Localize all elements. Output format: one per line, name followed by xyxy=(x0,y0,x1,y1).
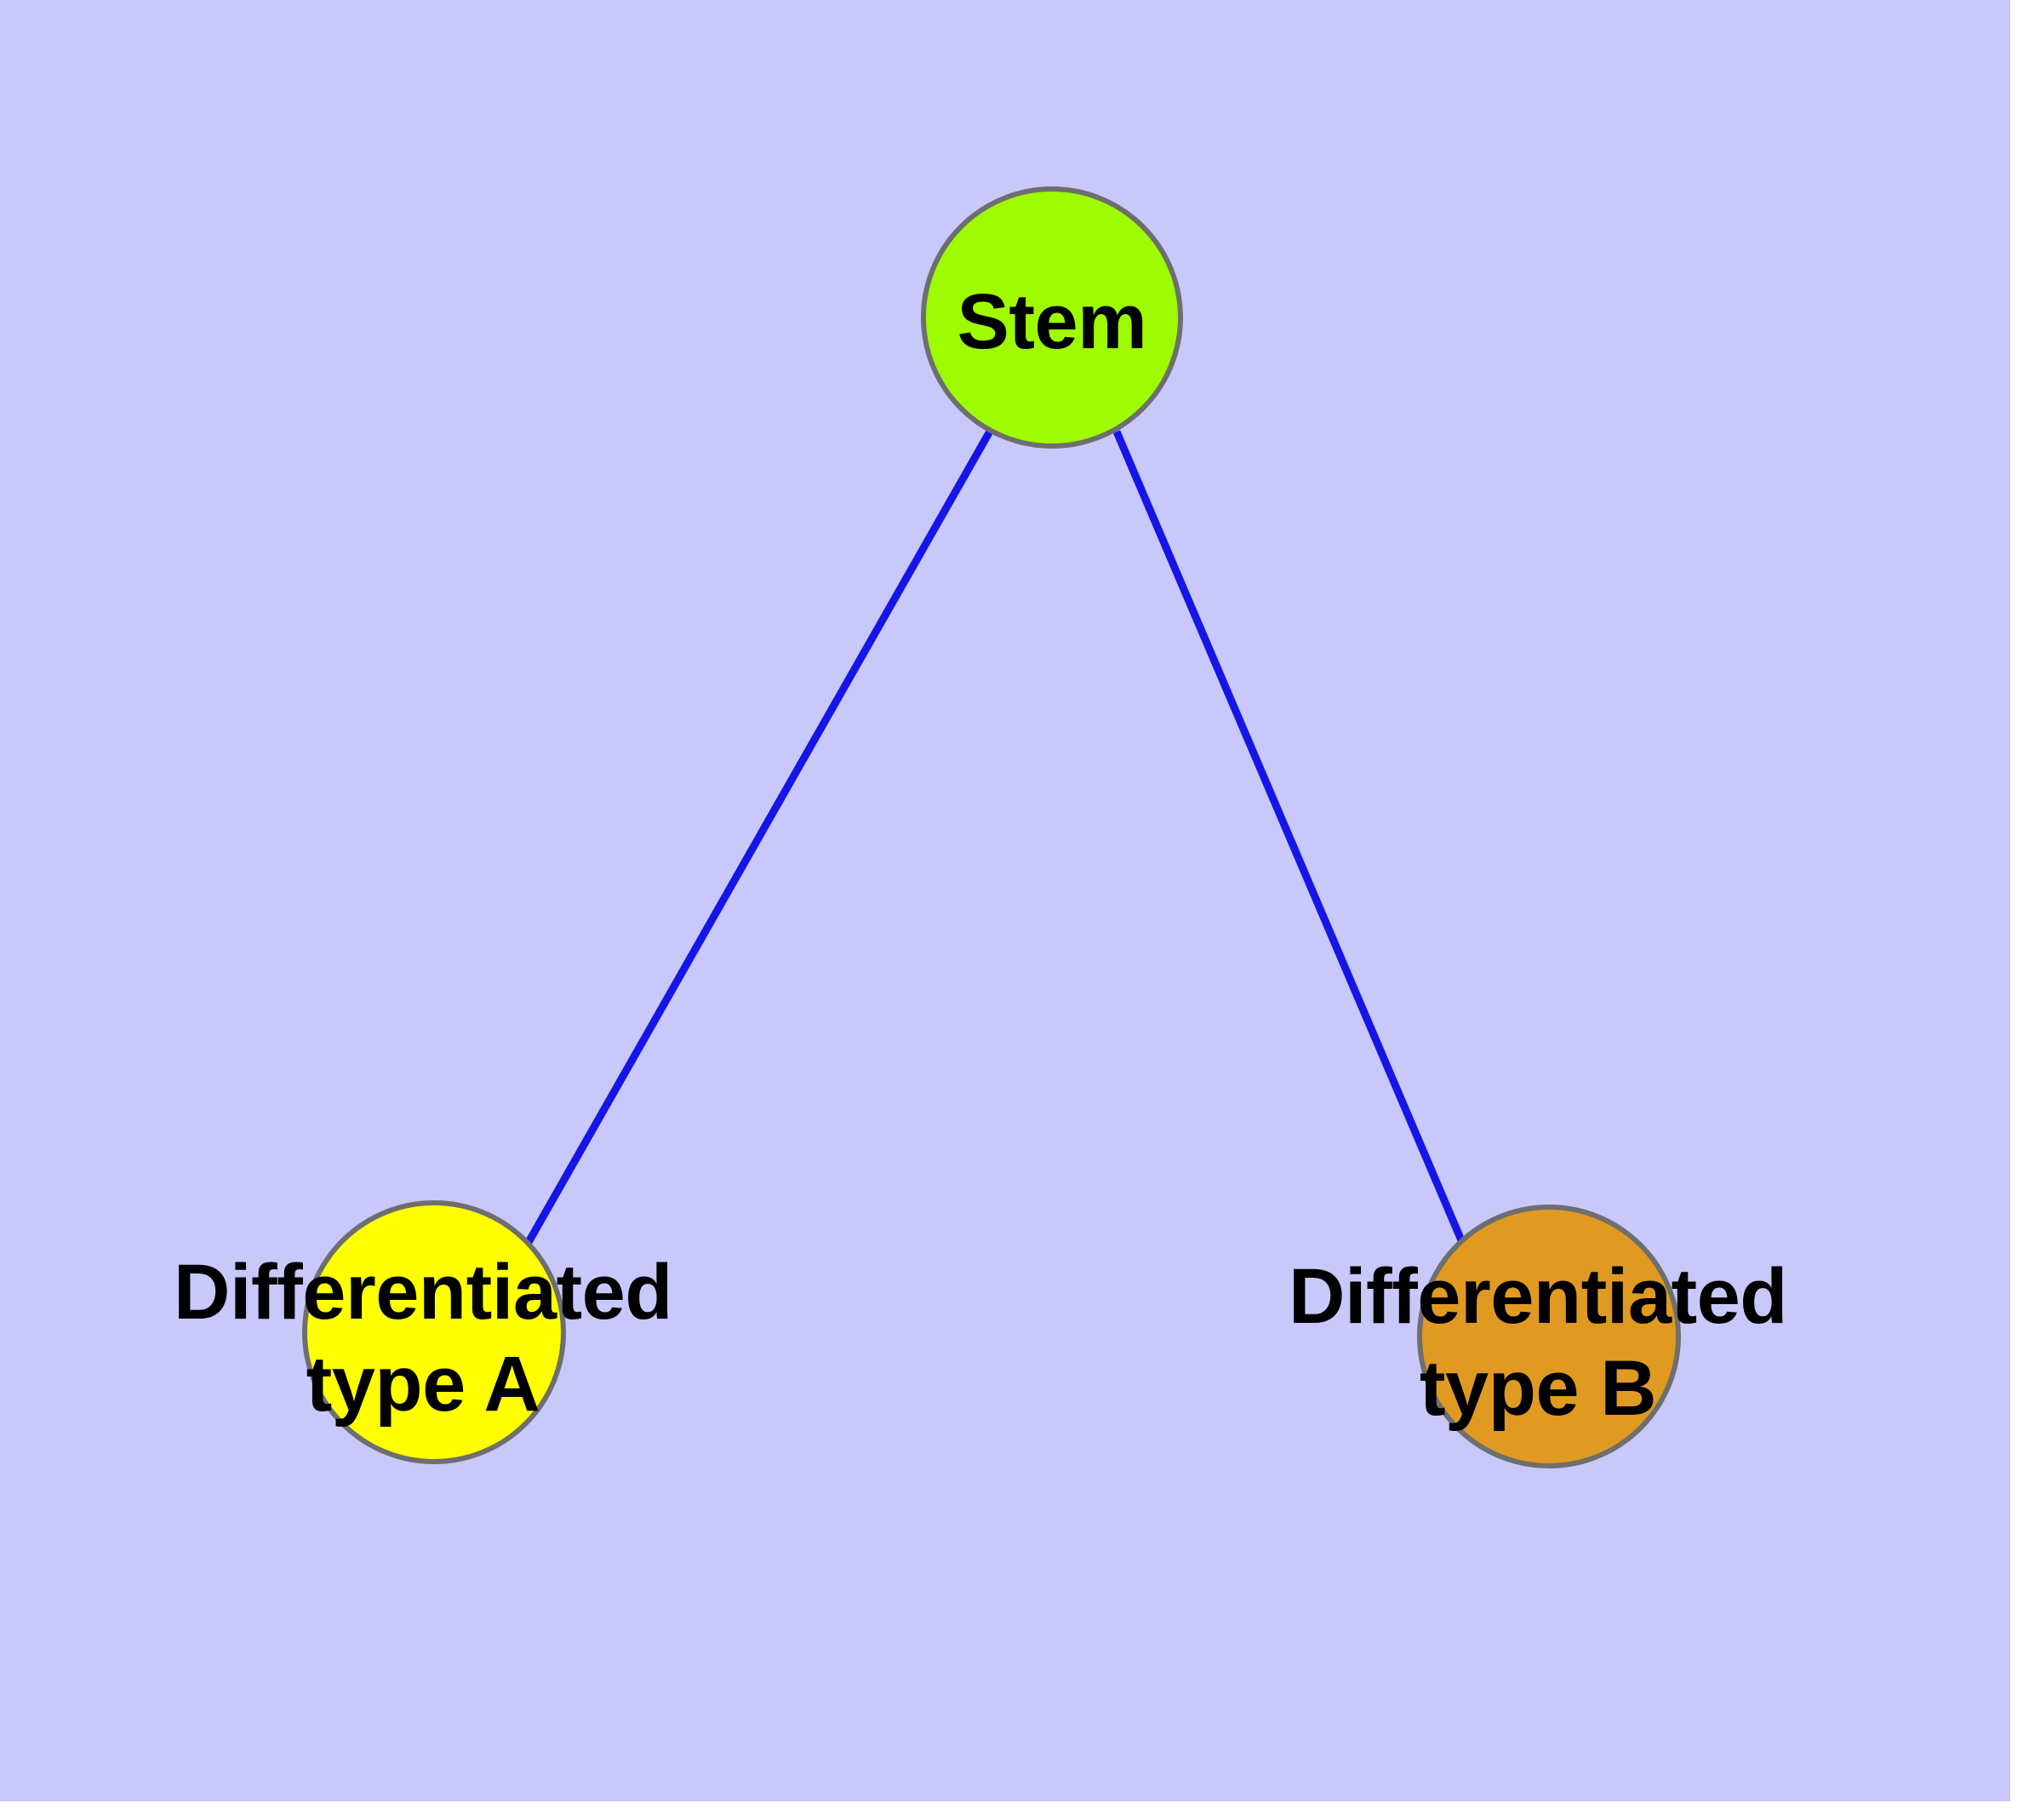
node-circle-differentiated-type-b[interactable] xyxy=(1417,1205,1681,1468)
edge-layer xyxy=(524,427,1468,1248)
node-circle-differentiated-type-a[interactable] xyxy=(302,1200,566,1464)
node-layer xyxy=(302,186,1681,1468)
edge-stem-to-differentiated-type-a xyxy=(524,427,994,1246)
node-circle-stem[interactable] xyxy=(921,186,1183,449)
edge-stem-to-differentiated-type-b xyxy=(1112,430,1468,1248)
